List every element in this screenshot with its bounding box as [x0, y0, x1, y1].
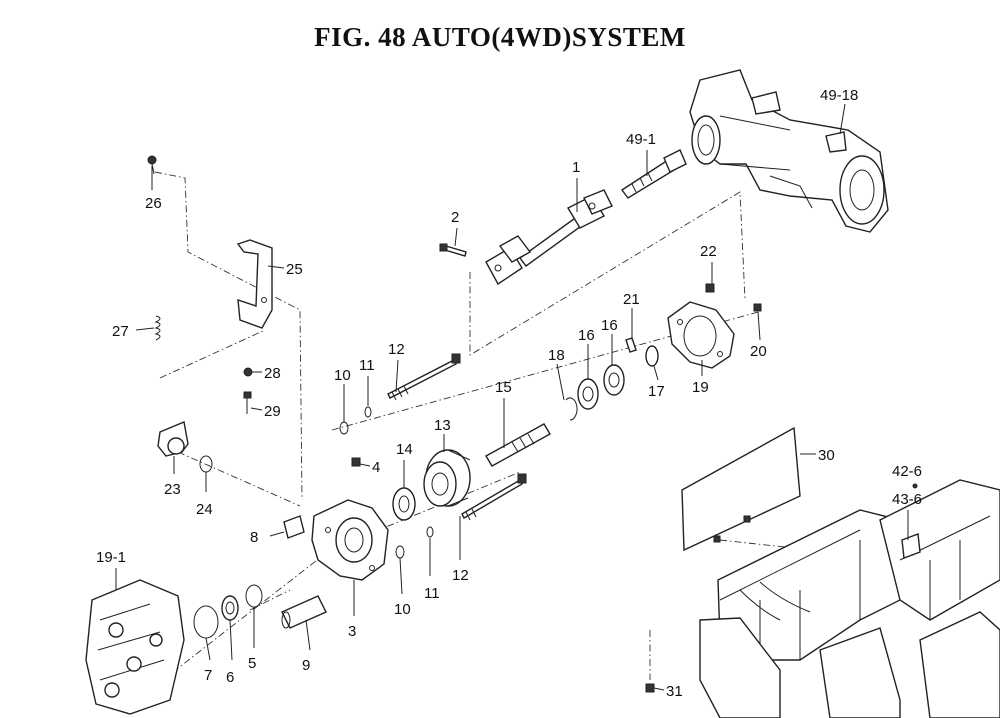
sensor-23	[157, 421, 189, 457]
callout-27: 27	[112, 323, 129, 340]
callout-6: 6	[226, 669, 234, 686]
chassis-frame	[699, 479, 1000, 718]
callout-28: 28	[264, 365, 281, 382]
rings-5-6-7	[193, 584, 263, 639]
bolt-20	[753, 303, 762, 312]
bearing-14	[392, 487, 416, 521]
callout-16a: 16	[578, 327, 595, 344]
callout-13: 13	[434, 417, 451, 434]
callout-2: 2	[451, 209, 459, 226]
bolt-29	[243, 391, 252, 414]
callout-24: 24	[196, 501, 213, 518]
bolt-31	[645, 683, 655, 693]
callout-22: 22	[700, 243, 717, 260]
drive-shaft	[485, 189, 613, 286]
callout-43-6: 43-6	[892, 491, 922, 508]
callout-49-1: 49-1	[626, 131, 656, 148]
callout-7: 7	[204, 667, 212, 684]
bolt-2	[439, 243, 467, 257]
callout-42-6: 42-6	[892, 463, 922, 480]
bolt-22	[705, 283, 715, 293]
seal-17	[645, 345, 659, 367]
callout-16b: 16	[601, 317, 618, 334]
pipe-9	[281, 595, 327, 629]
leader-lines	[115, 103, 909, 691]
case-3	[311, 499, 389, 581]
callout-11-lower: 11	[424, 585, 440, 602]
pinion-shaft	[620, 149, 687, 199]
callout-19: 19	[692, 379, 709, 396]
callout-12-upper: 12	[388, 341, 405, 358]
callout-31: 31	[666, 683, 683, 700]
callout-10-lower: 10	[394, 601, 411, 618]
callout-49-18: 49-18	[820, 87, 858, 104]
pin-21	[625, 337, 637, 353]
spring-27	[154, 315, 161, 341]
callout-19-1: 19-1	[96, 549, 126, 566]
bearings-16	[577, 364, 625, 410]
callout-3: 3	[348, 623, 356, 640]
nut-28	[243, 367, 253, 377]
callout-11-upper: 11	[359, 357, 375, 374]
pump-19-1	[85, 579, 185, 715]
callout-25: 25	[286, 261, 303, 278]
front-axle-housing	[689, 69, 889, 233]
bracket-25	[236, 239, 273, 329]
callout-23: 23	[164, 481, 181, 498]
callout-30: 30	[818, 447, 835, 464]
callout-26: 26	[145, 195, 162, 212]
callout-18: 18	[548, 347, 565, 364]
callout-15: 15	[495, 379, 512, 396]
housing-19	[667, 301, 735, 369]
callout-10-upper: 10	[334, 367, 351, 384]
plate-30	[681, 426, 801, 552]
callout-14: 14	[396, 441, 413, 458]
callout-20: 20	[750, 343, 767, 360]
figure-title: FIG. 48 AUTO(4WD)SYSTEM	[314, 22, 686, 52]
bolt-4	[351, 457, 361, 467]
shaft-15	[485, 423, 551, 467]
collar-8	[283, 515, 305, 539]
callout-12-lower: 12	[452, 567, 469, 584]
callout-8: 8	[250, 529, 258, 546]
callout-5: 5	[248, 655, 256, 672]
callout-9: 9	[302, 657, 310, 674]
dot-marker	[912, 483, 918, 489]
callout-4: 4	[372, 459, 380, 476]
callout-29: 29	[264, 403, 281, 420]
callout-17: 17	[648, 383, 665, 400]
callout-1: 1	[572, 159, 580, 176]
callout-21: 21	[623, 291, 640, 308]
callout-labels: 26 25 27 28 29 2 1 49-1 49-18 22 21 16 1…	[96, 87, 922, 700]
clutch-13	[423, 449, 471, 507]
snap-ring-18	[565, 397, 578, 421]
bolt-12-lower	[461, 473, 527, 521]
bolt-12-upper	[387, 353, 461, 401]
bolt-26	[147, 155, 157, 175]
